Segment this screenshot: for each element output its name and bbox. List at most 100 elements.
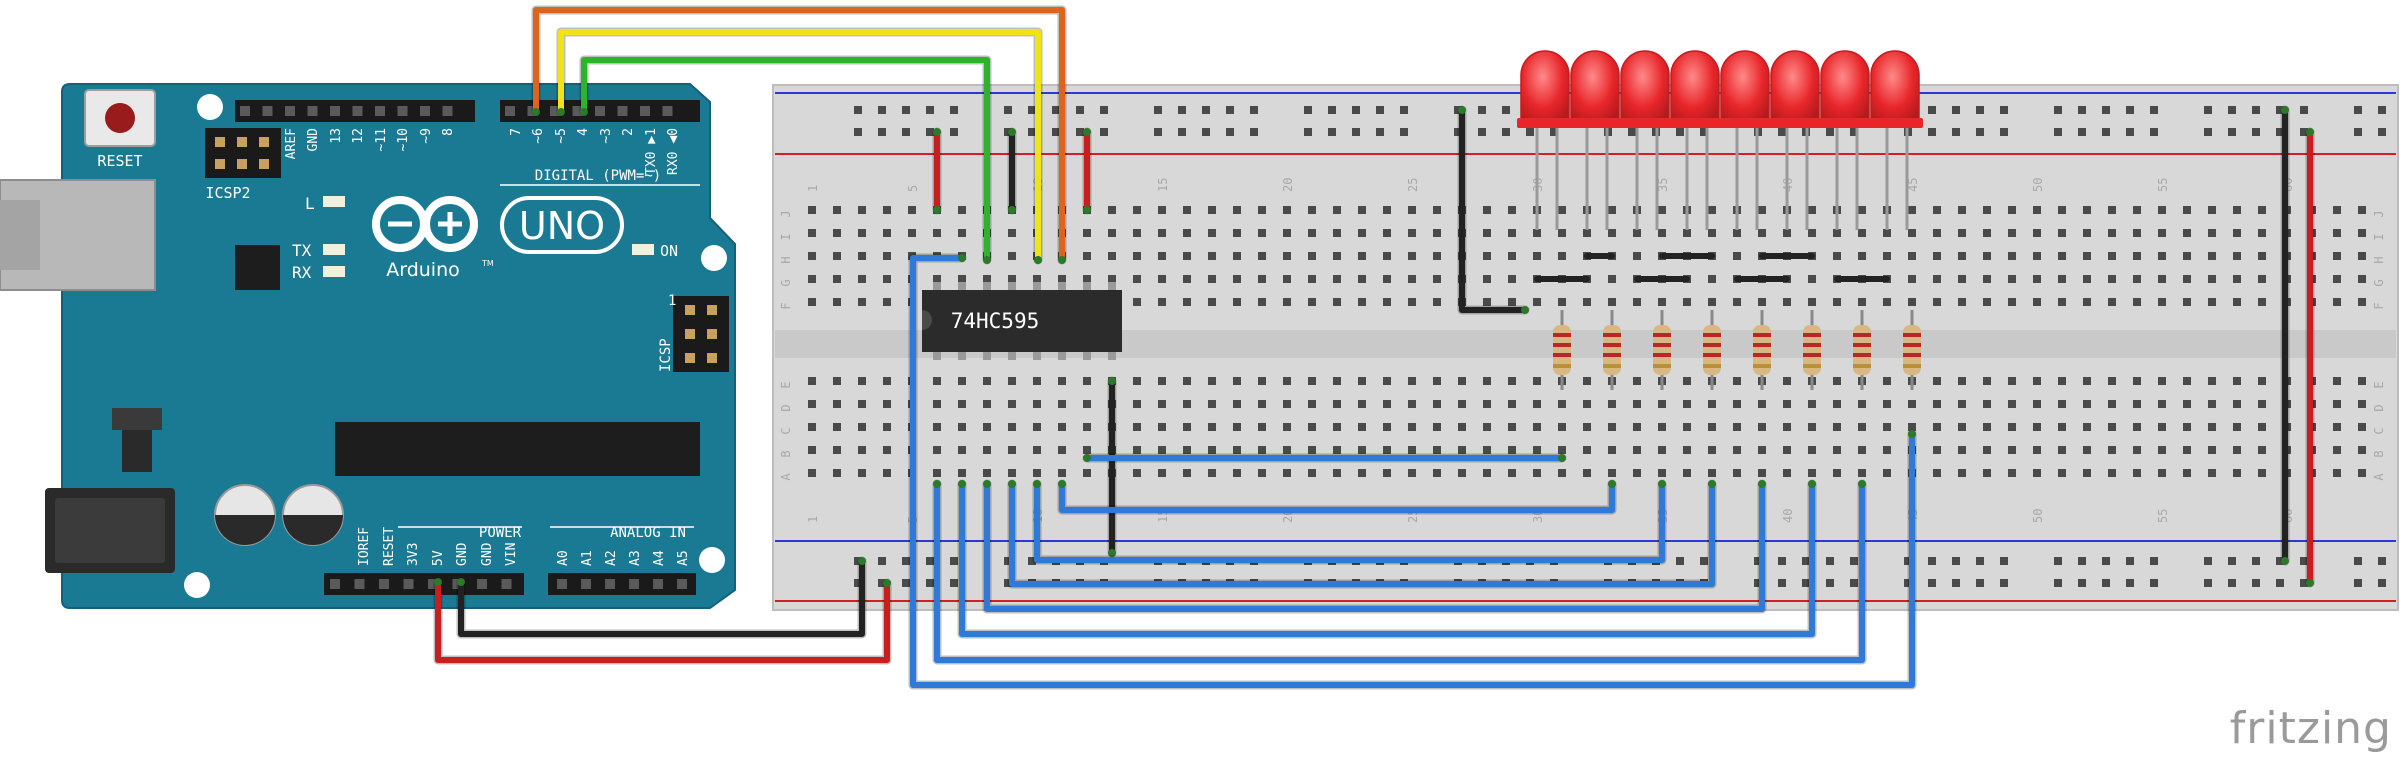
- icsp2-pin: [259, 137, 269, 147]
- row-letter: H: [2372, 256, 2386, 263]
- header-pin: [442, 106, 453, 116]
- rx-led-label: RX: [292, 263, 312, 282]
- breadboard-hole: [1233, 446, 1241, 454]
- wire-endpoint: [1808, 480, 1816, 488]
- breadboard-hole: [1983, 206, 1991, 214]
- breadboard-hole: [1208, 298, 1216, 306]
- breadboard-hole: [1958, 469, 1966, 477]
- row-letter: I: [2372, 233, 2386, 240]
- wire-red-5v: [435, 579, 890, 663]
- digital-pin-label: 13: [329, 128, 344, 144]
- breadboard-hole: [1633, 229, 1641, 237]
- wire-endpoint: [1658, 480, 1666, 488]
- breadboard-hole: [1858, 446, 1866, 454]
- reset-button-cap[interactable]: [105, 103, 135, 133]
- icsp-pin-1-label: 1: [668, 293, 676, 309]
- breadboard-hole: [1558, 229, 1566, 237]
- breadboard-hole: [1258, 229, 1266, 237]
- rail-hole: [902, 557, 910, 565]
- rail-hole: [1178, 128, 1186, 136]
- usb-connector-inner: [0, 200, 40, 270]
- wire-endpoint: [457, 578, 465, 586]
- breadboard-hole: [1208, 423, 1216, 431]
- breadboard-hole: [1033, 377, 1041, 385]
- breadboard-hole: [1283, 275, 1291, 283]
- breadboard-hole: [1533, 252, 1541, 260]
- breadboard-hole: [1858, 229, 1866, 237]
- analog-pin-label: A3: [628, 550, 643, 566]
- wire-blue-q0: [910, 255, 1915, 688]
- breadboard-hole: [1058, 423, 1066, 431]
- breadboard-hole: [1783, 229, 1791, 237]
- breadboard-hole: [2233, 252, 2241, 260]
- breadboard-hole: [2108, 275, 2116, 283]
- breadboard-hole: [1783, 298, 1791, 306]
- breadboard-hole: [833, 423, 841, 431]
- breadboard-hole: [2058, 298, 2066, 306]
- breadboard-hole: [2108, 298, 2116, 306]
- breadboard-hole: [858, 400, 866, 408]
- breadboard-hole: [1258, 275, 1266, 283]
- power-pin-label: VIN: [504, 543, 519, 566]
- icsp-pin: [707, 305, 717, 315]
- chip-pin: [958, 282, 966, 292]
- rail-hole: [1850, 557, 1858, 565]
- rail-hole: [2126, 557, 2134, 565]
- breadboard-hole: [1433, 400, 1441, 408]
- breadboard-hole: [1358, 252, 1366, 260]
- breadboard-hole: [1858, 400, 1866, 408]
- breadboard-hole: [1008, 229, 1016, 237]
- breadboard-hole: [2208, 206, 2216, 214]
- icsp2-pin: [259, 159, 269, 169]
- breadboard-hole: [2358, 400, 2366, 408]
- breadboard-hole: [2208, 252, 2216, 260]
- row-letter: C: [779, 427, 793, 434]
- header-pin: [662, 106, 673, 116]
- breadboard-hole: [2033, 446, 2041, 454]
- led-rim: [1817, 118, 1873, 128]
- rail-hole: [1004, 106, 1012, 114]
- breadboard-hole: [933, 275, 941, 283]
- breadboard-hole: [1383, 400, 1391, 408]
- rail-hole: [878, 579, 886, 587]
- column-number-bottom: 40: [1781, 509, 1795, 523]
- breadboard-hole: [1658, 229, 1666, 237]
- breadboard-hole: [1808, 298, 1816, 306]
- mount-hole-tl: [197, 94, 223, 120]
- breadboard-hole: [1208, 252, 1216, 260]
- row-letter: I: [779, 233, 793, 240]
- rail-hole: [2354, 579, 2362, 587]
- analog-pin-label: A4: [652, 550, 667, 566]
- breadboard-hole: [1258, 423, 1266, 431]
- chip-pins: [933, 282, 1116, 360]
- arduino-tm: TM: [481, 259, 494, 268]
- bottom-header-pins: [330, 579, 687, 589]
- breadboard-hole: [1283, 423, 1291, 431]
- breadboard-hole: [1383, 252, 1391, 260]
- wire-endpoint: [580, 108, 588, 116]
- breadboard-hole: [2233, 423, 2241, 431]
- breadboard-hole: [1608, 400, 1616, 408]
- breadboard-hole: [1983, 298, 1991, 306]
- breadboard-hole: [833, 206, 841, 214]
- breadboard-hole: [1358, 469, 1366, 477]
- breadboard-hole: [2208, 229, 2216, 237]
- voltage-regulator: [122, 422, 152, 472]
- breadboard-hole: [858, 206, 866, 214]
- resistor-band: [1803, 353, 1821, 357]
- breadboard-hole: [1833, 377, 1841, 385]
- header-pin: [581, 579, 591, 589]
- breadboard-hole: [1483, 206, 1491, 214]
- red-led: [1770, 50, 1820, 126]
- wire-endpoint: [1083, 206, 1091, 214]
- breadboard-hole: [2333, 275, 2341, 283]
- row-letter: B: [2372, 450, 2386, 457]
- rail-hole: [2054, 106, 2062, 114]
- rail-hole: [2204, 557, 2212, 565]
- breadboard-hole: [808, 423, 816, 431]
- resistor-band: [1653, 343, 1671, 347]
- breadboard-hole: [1183, 229, 1191, 237]
- wire-endpoint: [983, 256, 991, 264]
- breadboard-hole: [1233, 275, 1241, 283]
- breadboard-hole: [1283, 400, 1291, 408]
